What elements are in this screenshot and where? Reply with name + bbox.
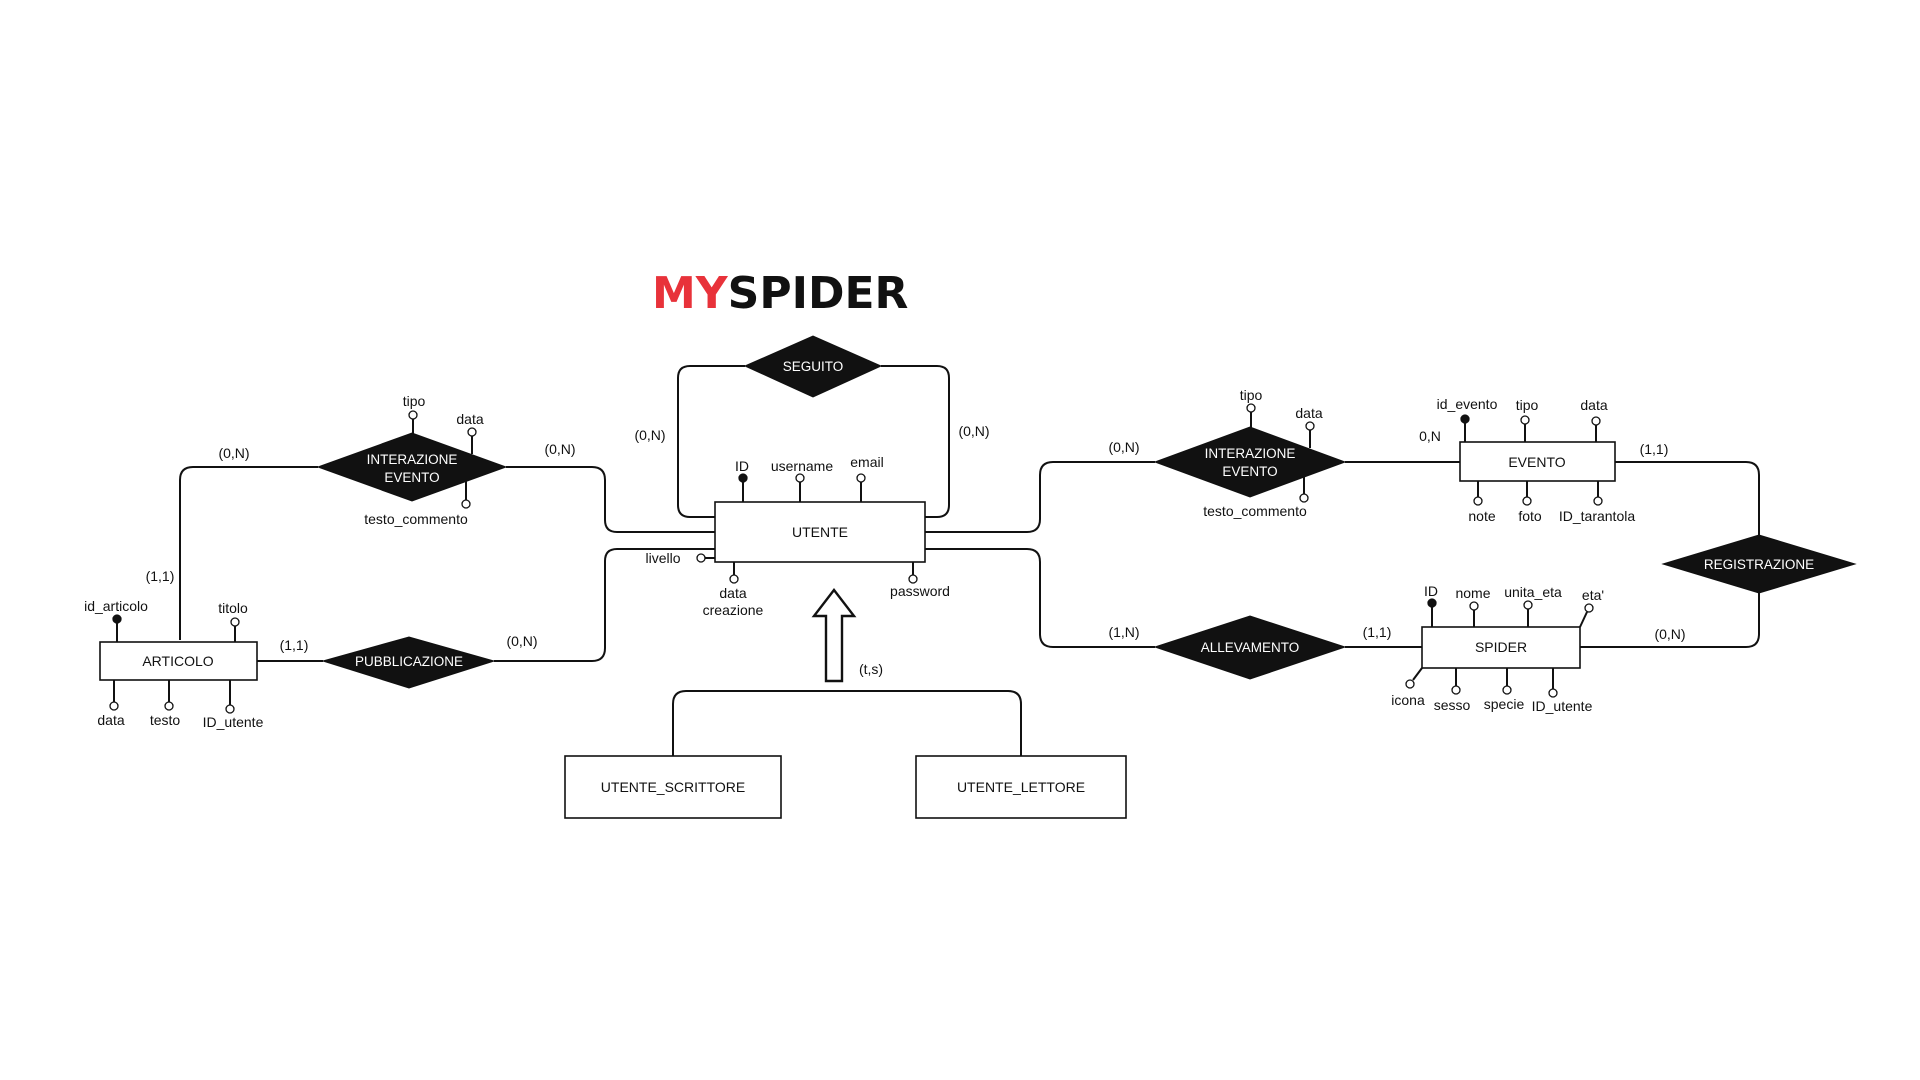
cardinality-articolo-intl: (1,1) xyxy=(146,568,175,584)
spider-attr-id: ID xyxy=(1424,583,1438,599)
cardinality-intr-evento: 0,N xyxy=(1419,428,1441,444)
cardinality-all-utente: (1,N) xyxy=(1108,624,1139,640)
cardinality-labels: (0,N) (0,N) (0,N) (0,N) (1,1) (1,1) (0,N… xyxy=(146,423,1686,653)
spider-attr-icona: icona xyxy=(1391,692,1425,708)
relationship-seguito[interactable]: SEGUITO xyxy=(743,335,883,398)
generalization-label: (t,s) xyxy=(859,661,883,677)
articolo-attr-id-articolo: id_articolo xyxy=(84,598,148,614)
cardinality-articolo-pub: (1,1) xyxy=(280,637,309,653)
title-my: MY xyxy=(652,268,729,319)
relationship-pubblicazione[interactable]: PUBBLICAZIONE xyxy=(321,636,496,689)
relationship-registrazione[interactable]: REGISTRAZIONE xyxy=(1661,534,1857,594)
entity-utente-lettore[interactable]: UTENTE_LETTORE xyxy=(915,755,1127,819)
title-spider: SPIDER xyxy=(728,268,909,319)
articolo-attr-data: data xyxy=(97,712,124,728)
utente-attr-id: ID xyxy=(735,458,749,474)
articolo-attr-id-utente: ID_utente xyxy=(203,714,264,730)
utente-attr-password: password xyxy=(890,583,950,599)
spider-attr-unita-eta: unita_eta xyxy=(1504,584,1562,600)
cardinality-evento-reg: (1,1) xyxy=(1640,441,1669,457)
interazione-left-line2: EVENTO xyxy=(384,470,439,485)
entity-utente-scrittore[interactable]: UTENTE_SCRITTORE xyxy=(564,755,782,819)
spider-attr-sesso: sesso xyxy=(1434,697,1471,713)
articolo-attr-testo: testo xyxy=(150,712,181,728)
entity-evento-label: EVENTO xyxy=(1508,454,1565,470)
attributes-articolo: id_articolo titolo data testo ID_utente xyxy=(84,598,263,730)
attributes-interazione-left: tipo data testo_commento xyxy=(364,393,484,527)
interazione-right-attr-testo-commento: testo_commento xyxy=(1203,503,1307,519)
attributes-evento: id_evento tipo data note foto ID_taranto… xyxy=(1437,396,1636,524)
generalization-arrow xyxy=(811,588,857,683)
interazione-right-line2: EVENTO xyxy=(1222,464,1277,479)
entity-evento[interactable]: EVENTO xyxy=(1459,441,1616,482)
entity-spider[interactable]: SPIDER xyxy=(1421,626,1581,669)
utente-attr-email: email xyxy=(850,454,883,470)
cardinality-intr-utente: (0,N) xyxy=(1108,439,1139,455)
entity-utente-lettore-label: UTENTE_LETTORE xyxy=(957,779,1085,795)
spider-attr-id-utente: ID_utente xyxy=(1532,698,1593,714)
interazione-left-attr-tipo: tipo xyxy=(403,393,426,409)
spider-attr-eta: eta' xyxy=(1582,587,1604,603)
interazione-left-attr-testo-commento: testo_commento xyxy=(364,511,468,527)
entity-utente-scrittore-label: UTENTE_SCRITTORE xyxy=(601,779,745,795)
utente-attr-data-creazione-2: creazione xyxy=(703,602,764,618)
utente-attr-data-creazione-1: data xyxy=(719,585,746,601)
cardinality-intl-articolo: (0,N) xyxy=(218,445,249,461)
relationship-allevamento-label: ALLEVAMENTO xyxy=(1201,640,1300,655)
entity-articolo-label: ARTICOLO xyxy=(142,653,213,669)
entity-utente[interactable]: UTENTE xyxy=(714,501,926,563)
attributes-spider: ID nome unita_eta eta' icona sesso speci… xyxy=(1391,583,1604,714)
utente-attr-username: username xyxy=(771,458,833,474)
cardinality-seguito-left: (0,N) xyxy=(634,427,665,443)
cardinality-pub-utente: (0,N) xyxy=(506,633,537,649)
cardinality-all-spider: (1,1) xyxy=(1363,624,1392,640)
cardinality-intl-utente: (0,N) xyxy=(544,441,575,457)
entity-utente-label: UTENTE xyxy=(792,524,848,540)
attributes-utente: ID username email livello data creazione… xyxy=(645,454,949,618)
entity-articolo[interactable]: ARTICOLO xyxy=(99,641,258,681)
interazione-left-attr-data: data xyxy=(456,411,483,427)
articolo-attr-titolo: titolo xyxy=(218,600,248,616)
relationship-seguito-label: SEGUITO xyxy=(783,359,844,374)
evento-attr-note: note xyxy=(1468,508,1495,524)
relationship-interazione-evento-left[interactable]: INTERAZIONE EVENTO xyxy=(316,432,508,502)
relationship-allevamento[interactable]: ALLEVAMENTO xyxy=(1153,615,1347,680)
utente-attr-livello: livello xyxy=(645,550,680,566)
connection-lines xyxy=(179,365,1760,756)
attributes-interazione-right: tipo data testo_commento xyxy=(1203,387,1323,519)
evento-attr-foto: foto xyxy=(1518,508,1542,524)
interazione-right-attr-data: data xyxy=(1295,405,1322,421)
evento-attr-id-tarantola: ID_tarantola xyxy=(1559,508,1635,524)
cardinality-seguito-right: (0,N) xyxy=(958,423,989,439)
entity-spider-label: SPIDER xyxy=(1475,639,1527,655)
relationship-interazione-evento-right[interactable]: INTERAZIONE EVENTO xyxy=(1153,426,1347,498)
evento-attr-data: data xyxy=(1580,397,1607,413)
diagram-title: MYSPIDER xyxy=(652,268,908,319)
cardinality-spider-reg: (0,N) xyxy=(1654,626,1685,642)
interazione-right-line1: INTERAZIONE xyxy=(1205,446,1296,461)
evento-attr-tipo: tipo xyxy=(1516,397,1539,413)
spider-attr-nome: nome xyxy=(1455,585,1490,601)
relationship-pubblicazione-label: PUBBLICAZIONE xyxy=(355,654,463,669)
relationship-registrazione-label: REGISTRAZIONE xyxy=(1704,557,1814,572)
interazione-right-attr-tipo: tipo xyxy=(1240,387,1263,403)
evento-attr-id-evento: id_evento xyxy=(1437,396,1498,412)
spider-attr-specie: specie xyxy=(1484,696,1525,712)
interazione-left-line1: INTERAZIONE xyxy=(367,452,458,467)
